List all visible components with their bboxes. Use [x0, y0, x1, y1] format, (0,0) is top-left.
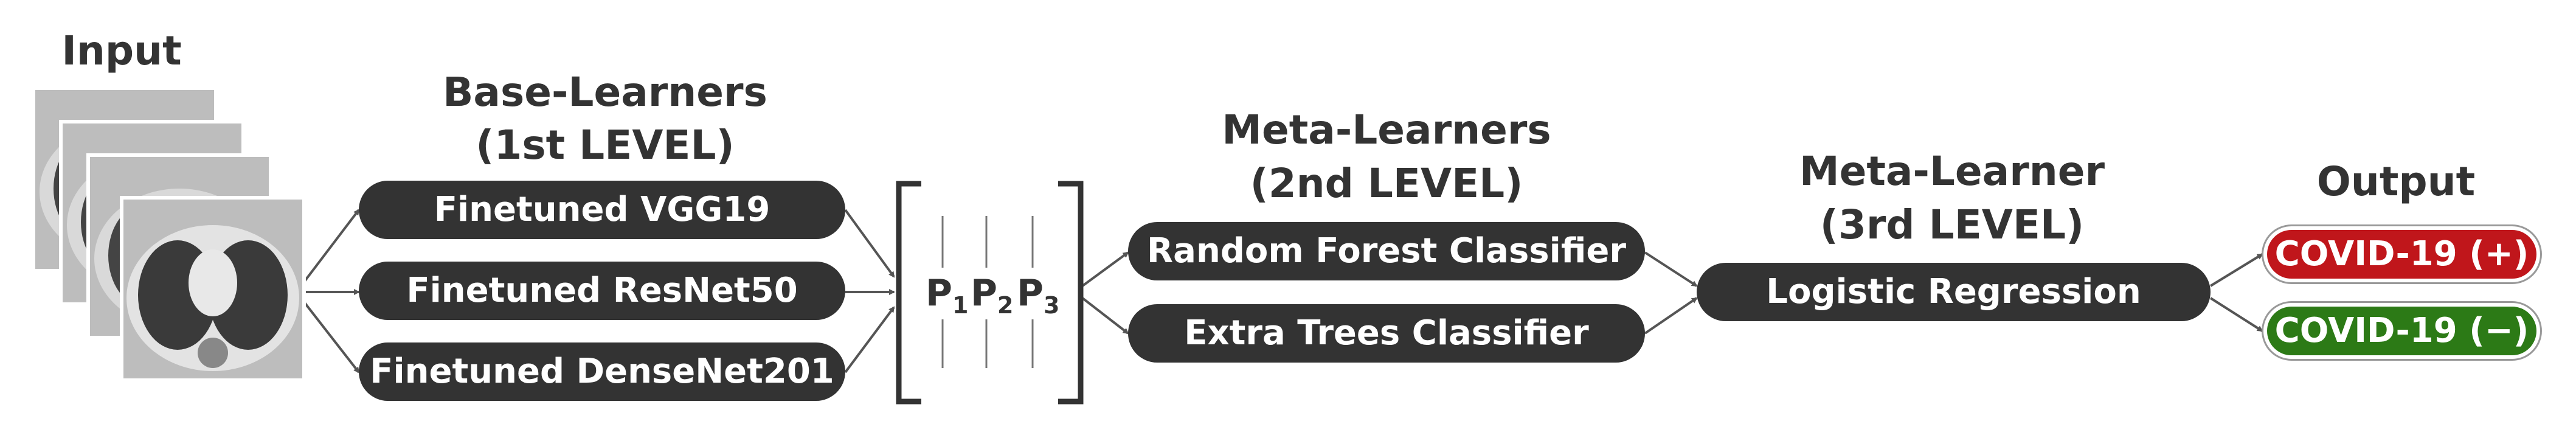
base-learner-resnet50: Finetuned ResNet50 — [359, 262, 845, 320]
meta-learners-title: Meta-Learners — [1222, 106, 1551, 153]
meta-learner-level: (3rd LEVEL) — [1819, 201, 2085, 248]
prob-p3: P3 — [1017, 272, 1060, 319]
meta-learners-level: (2nd LEVEL) — [1250, 160, 1523, 207]
arrow-vgg-p — [844, 209, 895, 278]
prob-p2: P2 — [971, 272, 1014, 319]
arrow-densenet-p — [844, 306, 895, 374]
output-covid-negative: COVID-19 (−) — [2263, 303, 2540, 359]
meta-learner-extra-trees: Extra Trees Classifier — [1128, 304, 1645, 363]
input-title: Input — [61, 27, 182, 74]
output-title: Output — [2316, 158, 2476, 205]
meta-learner-logistic-regression: Logistic Regression — [1697, 263, 2211, 321]
base-learners-level: (1st LEVEL) — [476, 122, 735, 169]
arrow-lr-pos — [2209, 253, 2263, 287]
prob-p1: P1 — [926, 272, 969, 319]
meta-learner-random-forest: Random Forest Classifier — [1128, 222, 1645, 280]
base-learner-densenet201: Finetuned DenseNet201 — [359, 342, 845, 401]
base-learners-title: Base-Learners — [443, 69, 767, 116]
arrow-rf-lr — [1644, 251, 1698, 287]
arrow-input-vgg — [300, 209, 360, 287]
meta-learner-title: Meta-Learner — [1799, 148, 2105, 195]
arrow-p-rf — [1081, 251, 1129, 287]
arrow-lr-neg — [2209, 297, 2263, 332]
arrow-input-densenet — [300, 297, 360, 374]
output-covid-positive: COVID-19 (+) — [2263, 226, 2540, 282]
arrow-et-lr — [1644, 297, 1698, 335]
p-vector-brackets — [896, 181, 1084, 405]
arrow-p-et — [1081, 297, 1129, 335]
base-learner-vgg19: Finetuned VGG19 — [359, 181, 845, 239]
ct-scan-stack-icon — [32, 86, 306, 382]
